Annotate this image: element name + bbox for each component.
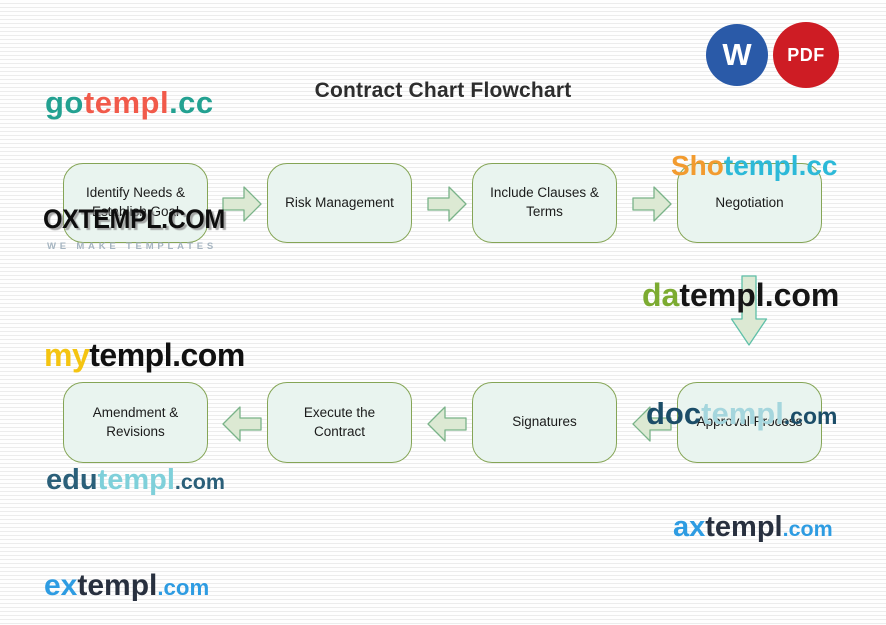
flow-step-negotiation: Negotiation bbox=[677, 163, 822, 243]
flow-step-identify-needs: Identify Needs & Establish Goal bbox=[63, 163, 208, 243]
watermark-part: .com bbox=[157, 575, 210, 600]
flow-step-label: Approval Process bbox=[696, 414, 803, 430]
watermark-part: Sho bbox=[671, 150, 724, 181]
watermark-part: ax bbox=[673, 511, 706, 543]
flow-step-label: Risk Management bbox=[285, 194, 394, 210]
flow-step-amendment-revisions: Amendment & Revisions bbox=[63, 382, 208, 463]
flow-step-include-clauses: Include Clauses & Terms bbox=[472, 163, 617, 243]
pdf-badge-label: PDF bbox=[787, 44, 825, 65]
flow-step-label: Signatures bbox=[512, 414, 577, 430]
watermark-part: doc bbox=[646, 396, 702, 431]
watermark-part: .com bbox=[782, 517, 833, 541]
watermark-part: templ bbox=[97, 464, 175, 496]
watermark-part: edu bbox=[46, 464, 98, 496]
flow-step-label: Negotiation bbox=[715, 194, 784, 210]
flow-step-signatures: Signatures bbox=[472, 382, 617, 463]
flow-step-label: Include Clauses & Terms bbox=[490, 185, 599, 219]
watermark-part: templ bbox=[701, 396, 784, 431]
watermark-part: templ.com bbox=[89, 337, 245, 373]
arrow-left-icon bbox=[632, 404, 672, 444]
flow-step-execute-contract: Execute the Contract bbox=[267, 382, 412, 463]
page-title: Contract Chart Flowchart bbox=[314, 79, 572, 102]
arrow-right-icon bbox=[632, 184, 672, 224]
arrow-left-icon bbox=[427, 404, 467, 444]
watermark-part: da bbox=[642, 277, 680, 313]
flow-step-label: Execute the Contract bbox=[303, 404, 376, 439]
watermark-part: .com bbox=[783, 403, 838, 429]
watermark-part: .com bbox=[174, 470, 225, 494]
flow-step-risk-management: Risk Management bbox=[267, 163, 412, 243]
flow-step-label: Amendment & Revisions bbox=[92, 404, 179, 439]
word-format-badge[interactable]: W bbox=[706, 24, 768, 86]
watermark-part: templ.cc bbox=[723, 150, 838, 181]
pdf-format-badge[interactable]: PDF bbox=[773, 22, 839, 88]
arrow-down-icon bbox=[730, 275, 768, 347]
watermark-oxtempl-tagline: WE MAKE TEMPLATES bbox=[47, 241, 217, 252]
watermark-part: my bbox=[44, 337, 90, 373]
watermark-part: ex bbox=[44, 569, 78, 602]
watermark-part: templ.com bbox=[679, 277, 840, 313]
watermark-oxtempl: OXTEMPL.COM bbox=[43, 204, 225, 234]
arrow-right-icon bbox=[427, 184, 467, 224]
watermark-part: go bbox=[45, 85, 84, 120]
watermark-part: templ bbox=[83, 85, 170, 120]
watermark-part: templ bbox=[705, 511, 783, 543]
arrow-right-icon bbox=[222, 184, 262, 224]
watermark-part: .cc bbox=[169, 85, 214, 120]
arrow-left-icon bbox=[222, 404, 262, 444]
watermark-part: templ bbox=[77, 569, 158, 602]
flow-step-label: Identify Needs & Establish Goal bbox=[85, 185, 186, 219]
flow-step-approval-process: Approval Process bbox=[677, 382, 822, 463]
word-badge-label: W bbox=[722, 37, 752, 72]
